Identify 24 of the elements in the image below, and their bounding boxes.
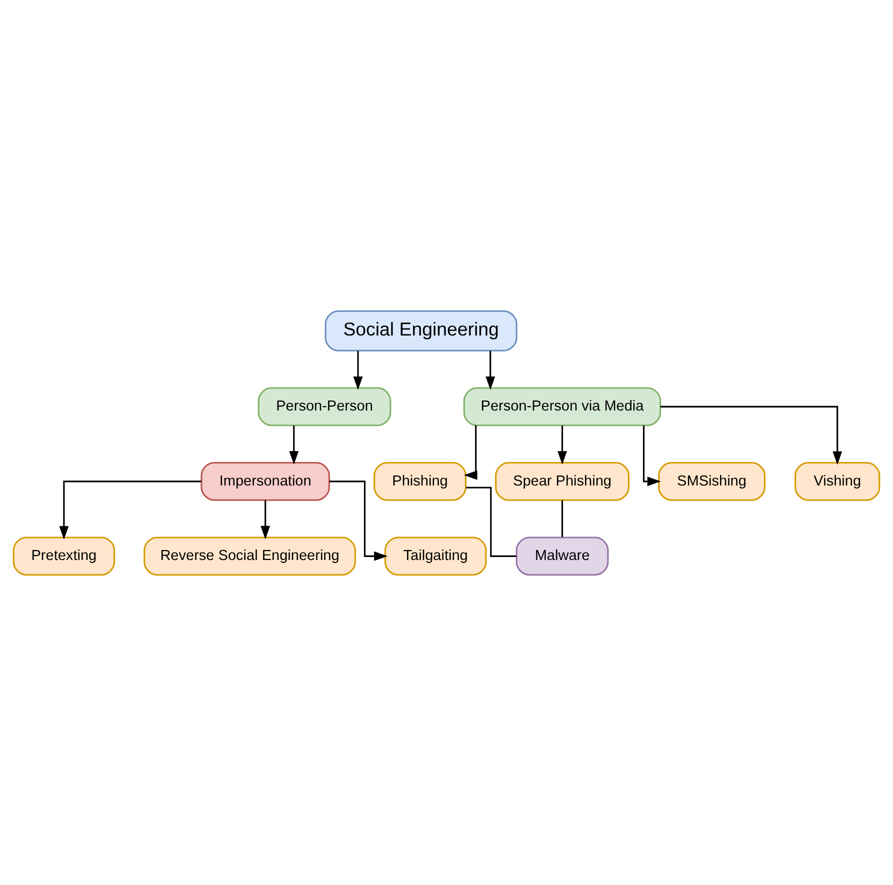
arrow [353,350,363,390]
node-box: Impersonation [200,461,330,500]
arrow [329,480,388,560]
node-box: Tailgaiting [384,536,487,576]
node-box: SMSishing [658,461,766,500]
node-box: Phishing [374,461,466,500]
connector [466,486,516,556]
arrow [289,425,299,464]
node-box: Pretexting [12,536,116,576]
node-box: Reverse Social Engineering [144,536,356,576]
node-box: Person-Person [258,386,392,426]
node-box: Vishing [794,461,880,500]
arrow [558,425,567,464]
arrow [486,350,496,390]
arrow [464,424,478,480]
node-box: Social Engineering [324,310,518,351]
node-box: Spear Phishing [495,461,630,500]
node-box: Malware [516,536,609,576]
arrow [59,480,202,540]
arrow [660,405,842,464]
arrow [642,425,661,486]
node-box: Person-Person via Media [463,386,662,426]
connector [561,500,564,537]
arrow [260,500,270,539]
